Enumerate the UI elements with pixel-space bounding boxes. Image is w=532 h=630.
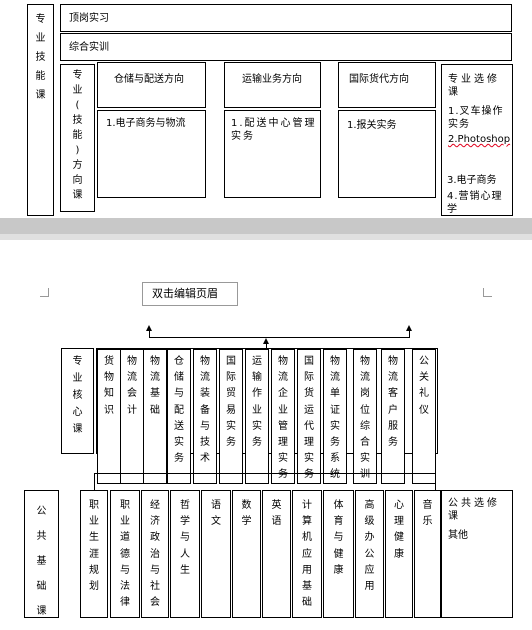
direction-course-transport: 1.配送中心管理实务: [224, 110, 321, 198]
core-course-name: 物流基础: [150, 356, 160, 416]
core-course-name: 仓储与配送实务: [174, 356, 184, 465]
professional-elective-title: 专业选修课: [448, 74, 500, 98]
core-course-label-box: 专业核心课: [61, 348, 94, 454]
public-course-name: 职业生涯规划: [89, 500, 99, 593]
arrow-up-mid: [263, 338, 269, 344]
public-course-column: 数学: [232, 490, 261, 618]
public-course-name: 数学: [241, 500, 252, 528]
direction-title-transport: 运输业务方向: [224, 62, 321, 108]
public-course-name: 英语: [271, 500, 282, 528]
arrow-up-left: [146, 325, 152, 331]
elective-item-3-text: 3.电子商务: [447, 175, 497, 186]
public-course-column: 职业道德与法律: [110, 490, 140, 618]
core-course-column: 国际货运代理实务: [297, 349, 321, 484]
core-course-name: 物流装备与技术: [200, 356, 210, 465]
connector-top-horizontal: [149, 337, 410, 338]
direction-title-forwarding: 国际货代方向: [338, 62, 436, 108]
public-course-column: 经济政治与社会: [141, 490, 169, 618]
elective-item-1: 1.叉车操作实务: [448, 106, 504, 130]
core-course-column: 物流企业管理实务: [271, 349, 295, 484]
public-course-name: 高级办公应用: [364, 500, 375, 593]
core-course-column: 物流岗位综合实训: [353, 349, 377, 484]
public-elective-box: 公共选修课 其他: [441, 490, 513, 618]
skills-outer-label: 专业技能课: [35, 14, 46, 101]
public-course-column: 体育与健康: [323, 490, 354, 618]
public-course-column: 高级办公应用: [355, 490, 384, 618]
public-course-name: 体育与健康: [333, 500, 344, 576]
public-course-name: 语文: [211, 500, 221, 528]
public-course-name: 职业道德与法律: [120, 500, 130, 609]
comprehensive-training-row: 综合实训: [60, 33, 512, 61]
comprehensive-training-text: 综合实训: [69, 42, 109, 53]
core-course-name: 公关礼仪: [419, 356, 429, 416]
page-corner-mark-right: [483, 288, 492, 297]
connector-lower-left: [94, 473, 95, 490]
public-course-label-box: 公共基础课: [24, 490, 59, 618]
core-course-column: 国际贸易实务: [219, 349, 243, 484]
core-course-name: 物流客户服务: [388, 356, 398, 449]
direction-title-storage: 仓储与配送方向: [97, 62, 206, 108]
public-course-column: 计算机应用基础: [292, 490, 322, 618]
page-corner-mark-left: [40, 288, 49, 297]
core-course-label: 专业核心课: [72, 356, 83, 435]
elective-item-2: 2.Photoshop: [448, 134, 511, 145]
core-course-name: 物流单证实务系统: [330, 356, 340, 481]
arrow-up-right: [406, 325, 412, 331]
core-course-name: 国际货运代理实务: [304, 356, 314, 481]
internship-text: 顶岗实习: [69, 13, 109, 24]
direction-course-forwarding: 1.报关实务: [338, 110, 436, 198]
public-course-name: 哲学与人生: [180, 500, 190, 576]
professional-elective-box: 专业选修课 1.叉车操作实务 2.Photoshop: [441, 64, 513, 216]
connector-left-vertical: [149, 330, 150, 338]
public-course-column: 哲学与人生: [170, 490, 200, 618]
connector-lower-horizontal: [94, 473, 436, 474]
core-course-name: 国际贸易实务: [226, 356, 236, 449]
direction-course-label-box: 专业(技能)方向课: [60, 64, 95, 212]
public-elective-title: 公共选修课: [448, 498, 500, 522]
core-course-name: 运输作业实务: [252, 356, 262, 449]
core-course-name: 物流岗位综合实训: [360, 356, 370, 481]
core-course-column: 公关礼仪: [412, 349, 436, 484]
public-course-column: 语文: [201, 490, 231, 618]
core-course-column: 物流客户服务: [381, 349, 405, 484]
public-course-column: 英语: [262, 490, 291, 618]
core-course-column: 物流单证实务系统: [323, 349, 347, 484]
core-course-column: 物流会计: [120, 349, 144, 484]
public-course-column: 心理健康: [385, 490, 413, 618]
public-elective-other: 其他: [448, 530, 468, 541]
core-course-name: 货物知识: [104, 356, 114, 416]
public-course-name: 计算机应用基础: [302, 500, 312, 609]
internship-row: 顶岗实习: [60, 4, 512, 32]
page-separator: [0, 218, 532, 234]
core-course-column: 物流基础: [143, 349, 167, 484]
core-course-column: 仓储与配送实务: [167, 349, 191, 484]
public-course-column: 职业生涯规划: [80, 490, 108, 618]
direction-course-label: 专业(技能)方向课: [72, 70, 83, 201]
direction-course-storage: 1.电子商务与物流: [97, 110, 206, 198]
core-course-name: 物流会计: [127, 356, 137, 416]
public-course-column: 音乐: [414, 490, 441, 618]
public-course-name: 音乐: [422, 500, 433, 528]
public-course-name: 经济政治与社会: [150, 500, 160, 609]
public-course-label: 公共基础课: [36, 506, 47, 617]
public-course-name: 心理健康: [394, 500, 404, 560]
core-course-column: 货物知识: [97, 349, 121, 484]
elective-item-4-text: 4.营销心理学: [447, 191, 503, 215]
core-course-column: 运输作业实务: [245, 349, 269, 484]
page-separator-light: [0, 234, 532, 240]
header-edit-label[interactable]: 双击编辑页眉: [142, 282, 238, 306]
connector-right-vertical: [409, 330, 410, 338]
connector-lower-right: [435, 473, 436, 490]
core-course-column: 物流装备与技术: [193, 349, 217, 484]
core-course-name: 物流企业管理实务: [278, 356, 288, 481]
skills-outer-label-box: 专业技能课: [27, 4, 54, 216]
